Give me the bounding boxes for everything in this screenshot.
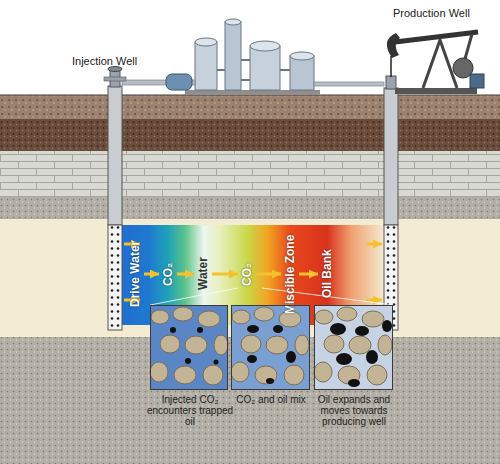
fluid-band: CO₂ — [159, 222, 177, 326]
inset-caption: Oil expands and moves towards producing … — [306, 394, 402, 427]
band-label: Water — [195, 258, 211, 291]
oil-blob — [355, 326, 369, 336]
rock-grains — [150, 307, 228, 385]
motor — [470, 74, 484, 88]
production-arrow — [366, 243, 382, 246]
fluid-band: Water — [194, 222, 212, 326]
walking-beam — [395, 32, 478, 42]
valve-wheel — [108, 67, 122, 72]
rock-grains — [231, 307, 309, 385]
inset-caption: CO₂ and oil mix — [223, 394, 319, 405]
oil-blob — [286, 351, 296, 363]
flow-arrow — [177, 273, 194, 276]
rock-grains — [314, 307, 392, 385]
flow-arrow — [144, 273, 159, 276]
production-arrow — [366, 299, 382, 302]
oil-blob — [336, 353, 352, 365]
oil-droplet — [214, 360, 219, 365]
pore-water — [314, 305, 393, 390]
band-label: CO₂ — [160, 262, 176, 285]
oil-blob — [247, 325, 259, 333]
tower-top — [225, 19, 241, 25]
oil-blob — [366, 350, 378, 364]
topsoil-layer — [0, 95, 500, 119]
well-casing — [108, 86, 122, 225]
well-casing — [384, 88, 398, 225]
tank-top — [195, 38, 217, 46]
fluid-band: Miscible Zone — [281, 222, 299, 326]
band-label: Miscible Zone — [282, 234, 298, 313]
base-layer — [0, 337, 500, 464]
wellhead-valve — [104, 77, 126, 81]
facility-pad — [185, 90, 320, 95]
pore-inset: Oil expands and moves towards producing … — [314, 305, 393, 390]
tank — [250, 46, 280, 90]
rock-layer — [0, 119, 500, 151]
inset-caption: Injected CO₂ encounters trapped oil — [142, 394, 238, 427]
facility-pipes — [217, 60, 290, 80]
band-label: Oil Bank — [319, 250, 335, 299]
horsehead — [387, 33, 400, 58]
pore-water — [150, 305, 228, 390]
pumpjack-base — [395, 88, 477, 94]
oil-blob — [330, 323, 346, 335]
fluid-band: Drive Water — [126, 222, 144, 326]
caprock-layer — [0, 151, 500, 197]
well-label: Production Well — [393, 7, 470, 20]
oil-blob — [382, 320, 392, 332]
pore-inset: CO₂ and oil mix — [231, 305, 310, 390]
pore-water — [231, 305, 310, 390]
flow-arrow — [256, 273, 281, 276]
flow-arrow — [212, 273, 238, 276]
tank-top — [290, 52, 314, 60]
oil-droplet — [185, 358, 191, 364]
pore-inset: Injected CO₂ encounters trapped oil — [150, 305, 228, 390]
oil-blob — [348, 379, 360, 387]
leader-line — [150, 288, 238, 305]
oil-droplet — [197, 327, 203, 333]
oil-droplet — [170, 327, 176, 333]
polished-rod — [390, 56, 392, 77]
oil-blob — [247, 355, 257, 363]
tank — [195, 42, 217, 90]
tank — [290, 56, 314, 90]
oil-blob — [266, 378, 274, 384]
flow-arrow — [299, 273, 318, 276]
tower — [225, 22, 241, 90]
injection-pump — [166, 74, 192, 90]
fluid-band: Oil Bank — [318, 222, 336, 326]
fluid-band: CO₂ — [238, 222, 256, 326]
perforated-casing — [108, 225, 122, 330]
well-label: Injection Well — [72, 55, 137, 68]
tank-top — [250, 41, 280, 51]
band-label: CO₂ — [239, 262, 255, 285]
sky — [0, 0, 500, 95]
wellhead — [386, 76, 396, 89]
band-label: Drive Water — [127, 241, 143, 307]
shale-layer — [0, 197, 500, 219]
pumpjack-frame — [423, 40, 457, 88]
surface-pipe — [314, 82, 384, 86]
oil-blob — [273, 325, 283, 333]
